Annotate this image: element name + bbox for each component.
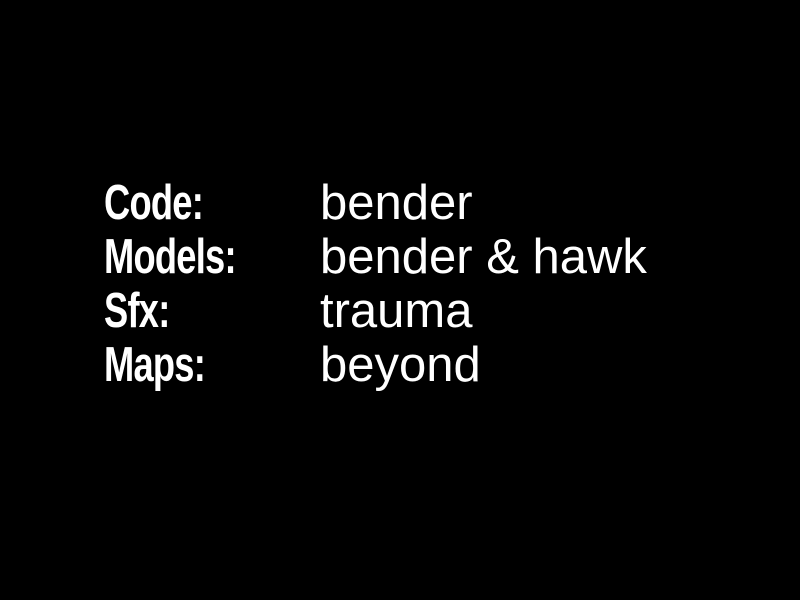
credit-row-sfx: Sfx: trauma — [104, 284, 744, 338]
credit-role-label: Models: — [104, 230, 237, 284]
credit-role-label: Sfx: — [104, 284, 170, 338]
credit-row-maps: Maps: beyond — [104, 338, 744, 392]
credit-role-label: Maps: — [104, 338, 206, 392]
credit-row-code: Code: bender — [104, 176, 744, 230]
credit-name: bender — [320, 176, 473, 230]
credit-name: beyond — [320, 338, 481, 392]
credit-name: trauma — [320, 284, 473, 338]
credit-name: bender & hawk — [320, 230, 647, 284]
credits-list: Code: bender Models: bender & hawk Sfx: … — [104, 176, 744, 392]
credit-role-label: Code: — [104, 176, 204, 230]
credit-row-models: Models: bender & hawk — [104, 230, 744, 284]
